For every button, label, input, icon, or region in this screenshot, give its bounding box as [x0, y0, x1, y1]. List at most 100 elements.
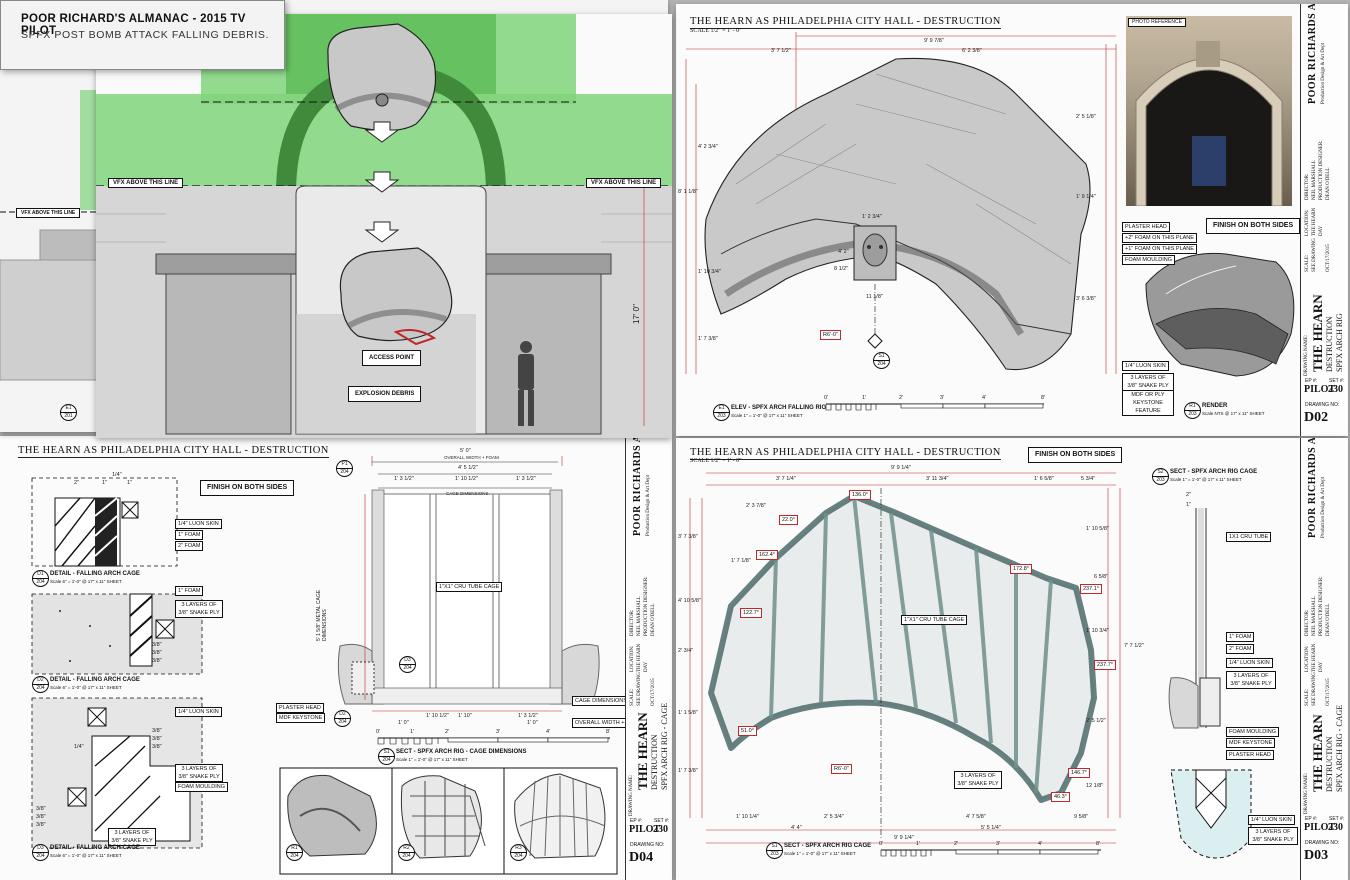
d02-tb-sub2: SPFX ARCH RIG	[1335, 313, 1344, 372]
cage-dim-bot-5: 1' 0"	[527, 720, 538, 726]
d03-dim-right-2: 6 5/8"	[1094, 574, 1109, 580]
d3-callout-2: 3 LAYERS OF 3/8" SNAKE PLY	[175, 764, 223, 782]
d02-tb-ep: PILOT	[1304, 384, 1336, 395]
d03-s2-callout-8: PLASTER HEAD	[1226, 750, 1274, 760]
angle-10: 46.3°	[1051, 792, 1070, 802]
d04-tb-drawing-title: THE HEARN	[635, 712, 650, 790]
d1-dim-2: 1"	[102, 480, 108, 486]
d02-tb-set-label: SET #:	[1329, 378, 1345, 384]
cage-dim-row-2: 1' 10 1/2"	[455, 476, 478, 482]
d04-tb-company: Production Design & Art Dept	[646, 474, 651, 536]
d04-scale-2: 2'	[445, 729, 450, 735]
d03-dim-left-2: 3' 7 3/8"	[678, 534, 698, 540]
d03-dim-right-4: 7' 7 1/2"	[1124, 643, 1144, 649]
d04-scale-3: 3'	[496, 729, 501, 735]
d03-dim-left-4: 1' 1 5/8"	[678, 710, 698, 716]
d3-dim-4: 1/4"	[74, 744, 84, 750]
d04-scale-5: 8'	[606, 729, 611, 735]
d04-tb-designer-label: PRODUCTION DESIGNER:	[644, 576, 649, 636]
photo-reference-label: PHOTO REFERENCE	[1128, 18, 1186, 27]
d02-tb-date: OCT/17/2015	[1326, 244, 1331, 272]
d2-callout-1: 1" FOAM	[175, 586, 204, 596]
d02-dim-right-2: 1' 9 1/4"	[1076, 194, 1096, 200]
d01-vfx-label-right: VFX ABOVE THIS LINE	[586, 178, 662, 188]
d04-tb-day: DAY	[644, 661, 649, 672]
d04-tb-location-label: LOCATION:	[630, 645, 635, 672]
d3-caption: DETAIL - FALLING ARCH CAGE	[50, 845, 140, 851]
d02-r1-scale: Scale NTS @ 17" x 11" SHEET	[1202, 411, 1265, 416]
d04-sect-caption: SECT - SPFX ARCH RIG - CAGE DIMENSIONS	[396, 749, 527, 755]
d02-dim-top-left: 3' 7 1/2"	[771, 48, 791, 54]
cage-dim-bot-1: 1' 0"	[398, 720, 409, 726]
d03-finish-note: FINISH ON BOTH SIDES	[1028, 447, 1123, 463]
d04-tb-dno-label: DRAWING NO:	[630, 842, 665, 848]
d04-scale-0: 0'	[376, 729, 381, 735]
d02-radius: R6'-0"	[820, 330, 841, 340]
d04-scale-bar	[377, 737, 610, 745]
d03-detail-callout-1: 1/4" LUON SKIN	[1248, 815, 1295, 825]
d03-tb-designer-label: PRODUCTION DESIGNER:	[1319, 576, 1324, 636]
d02-dim-key-1: 1' 2 3/4"	[862, 214, 882, 220]
d02-tb-set: 230	[1328, 384, 1343, 395]
d01-explosion-debris: EXPLOSION DEBRIS	[348, 386, 422, 402]
d01-height: 17' 0"	[632, 304, 641, 324]
d03-s1-caption: SECT - SPFX ARCH RIG CAGE	[784, 843, 872, 849]
d02-dim-top-right: 6' 2 3/8"	[962, 48, 982, 54]
d02-tb-director: NEIL MARSHALL	[1312, 160, 1317, 200]
d04-title: THE HEARN AS PHILADELPHIA CITY HALL - DE…	[18, 445, 329, 458]
d02-scale-1: 1'	[862, 395, 867, 401]
angle-2: 22.0°	[779, 515, 798, 525]
d2-dim-2: 3/8"	[152, 650, 162, 656]
d04-tb-director: NEIL MARSHALL	[637, 596, 642, 636]
d04-tb-sub1: DESTRUCTION	[650, 734, 659, 790]
d02-drawing-number: D02	[1304, 410, 1329, 425]
cage-height: 5' 1 5/8" METAL CAGE DIMENSIONS	[316, 589, 328, 641]
d02-tb-ep-label: EP #:	[1305, 378, 1318, 384]
d03-tb-name-label: DRAWING NAME:	[1304, 772, 1309, 814]
d03-s1-scale: Scale 1" = 1'-0" @ 17" x 11" SHEET	[784, 851, 856, 856]
d03-tb-ep: PILOT	[1304, 822, 1336, 833]
d04-tb-scale: SEE DRAWING	[637, 672, 642, 706]
d02-scale-0: 0'	[824, 395, 829, 401]
d02-tb-drawing-title: THE HEARN	[1310, 294, 1325, 372]
d03-tb-date: OCT/17/2015	[1326, 678, 1331, 706]
d03-scale-3: 3'	[996, 841, 1001, 847]
cage-dim-bot-3: 1' 10"	[458, 713, 472, 719]
angle-7: 237.7°	[1094, 660, 1116, 670]
d04-title-block: POOR RICHARDS ALMANAC Production Design …	[625, 436, 672, 880]
d03-tb-location: THE HEARN	[1312, 643, 1317, 672]
d3-dim-1: 3/8"	[152, 728, 162, 734]
d02-title-block: POOR RICHARDS ALMANAC Production Design …	[1300, 4, 1348, 436]
d03-tb-set-label: SET #:	[1329, 816, 1345, 822]
d2-caption: DETAIL - FALLING ARCH CAGE	[50, 677, 140, 683]
d3-callout-3: FOAM MOULDING	[175, 782, 229, 792]
d02-tb-name-label: DRAWING NAME:	[1304, 334, 1309, 376]
d03-tb-show: POOR RICHARDS ALMANAC	[1307, 438, 1318, 538]
d02-tb-scale-label: SCALE:	[1305, 254, 1310, 272]
d03-s2-callout-3: 2" FOAM	[1226, 644, 1255, 654]
d02-callout-4: FOAM MOULDING	[1122, 255, 1176, 265]
d03-s2-callout-2: 1" FOAM	[1226, 632, 1255, 642]
d03-drawing	[689, 472, 1252, 859]
angle-8: 51.0°	[738, 726, 757, 736]
d03-dim-top-7: 1' 7 1/8"	[731, 558, 751, 564]
sheet-d03: THE HEARN AS PHILADELPHIA CITY HALL - DE…	[676, 438, 1348, 880]
d3-callout-4: 3 LAYERS OF 3/8" SNAKE PLY	[108, 828, 156, 846]
d1-callout-3: 2" FOAM	[175, 541, 204, 551]
d03-tb-day: DAY	[1319, 661, 1324, 672]
d03-s2-scale: Scale 1" = 1'-0" @ 17" x 11" SHEET	[1170, 477, 1242, 482]
d03-dim-top-3: 3' 11 3/4"	[926, 476, 949, 482]
d03-drawing-number: D03	[1304, 848, 1329, 863]
d03-dim-left-3: 2' 3/4"	[678, 648, 694, 654]
cage-dim-overall: 5' 0"	[460, 448, 471, 454]
d03-title-block: POOR RICHARDS ALMANAC Production Design …	[1300, 438, 1348, 880]
cage-callout-keystone: MDF KEYSTONE	[276, 713, 326, 723]
cage-dim-bot-2: 1' 10 1/2"	[426, 713, 449, 719]
